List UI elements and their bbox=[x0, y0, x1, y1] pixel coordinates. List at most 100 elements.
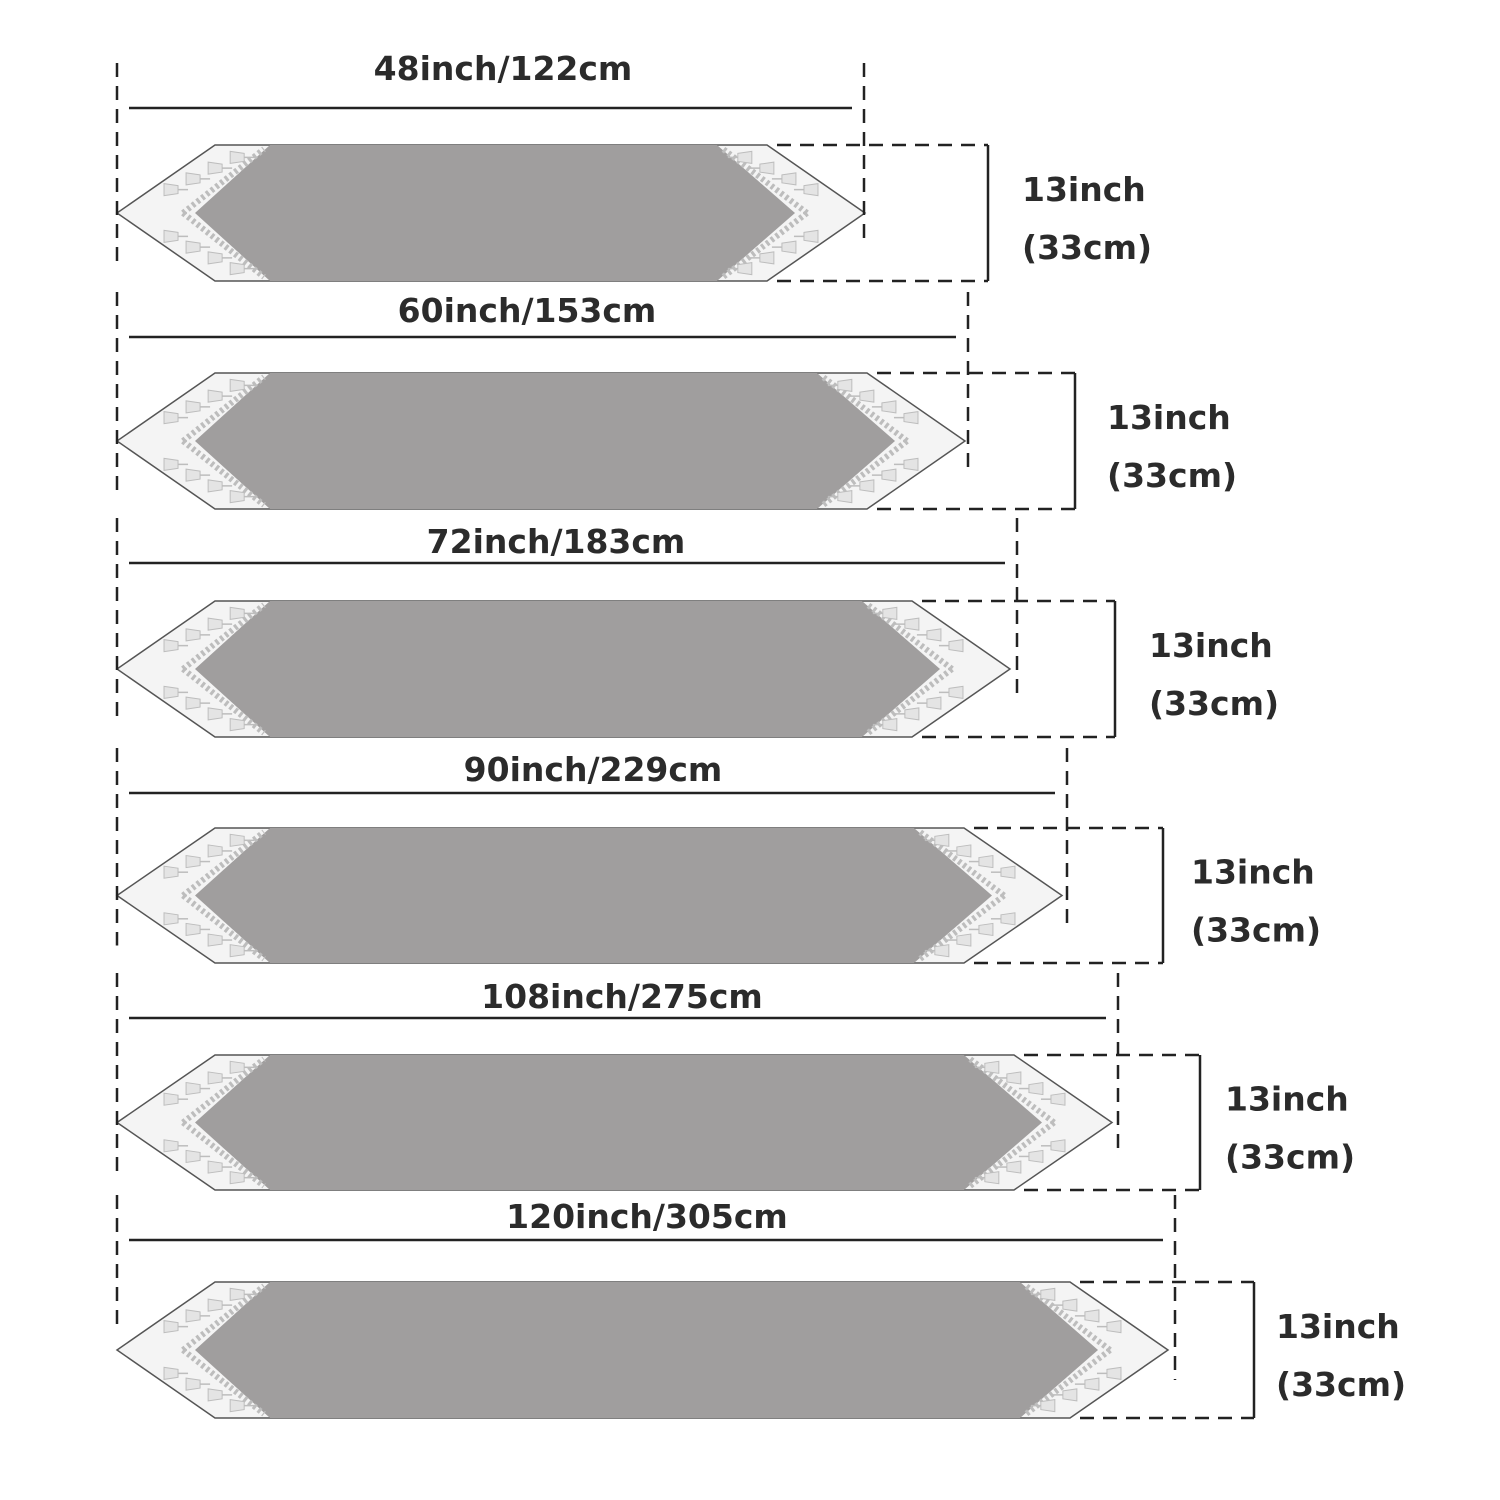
tassel-icon bbox=[946, 844, 972, 858]
tassel-icon bbox=[872, 718, 898, 732]
tassel-body bbox=[207, 1071, 223, 1085]
tassel-icon bbox=[207, 389, 233, 403]
tassel-body bbox=[903, 411, 919, 425]
tassel-icon bbox=[185, 1309, 211, 1323]
tassel-body bbox=[229, 378, 245, 392]
width-label-cm: (33cm) bbox=[1225, 1138, 1355, 1177]
tassel-body bbox=[948, 685, 964, 699]
tassel-body bbox=[984, 1171, 1000, 1185]
tassel-icon bbox=[872, 606, 898, 620]
tassel-icon bbox=[1018, 1081, 1044, 1096]
tassel-body bbox=[978, 922, 994, 937]
tassel-icon bbox=[990, 912, 1016, 926]
tassel-icon bbox=[207, 844, 233, 858]
tassel-body bbox=[185, 854, 201, 869]
tassel-body bbox=[229, 150, 245, 164]
tassel-icon bbox=[916, 696, 942, 710]
tassel-icon bbox=[207, 707, 233, 721]
tassel-icon bbox=[974, 1060, 1000, 1074]
tassel-body bbox=[803, 229, 819, 243]
tassel-icon bbox=[771, 172, 797, 186]
width-label-cm: (33cm) bbox=[1107, 456, 1237, 495]
tassel-body bbox=[837, 490, 853, 504]
tassel-body bbox=[1084, 1377, 1100, 1391]
tassel-body bbox=[207, 389, 223, 403]
tassel-icon bbox=[871, 468, 897, 482]
tassel-icon bbox=[1074, 1309, 1100, 1323]
tassel-icon bbox=[946, 933, 972, 947]
tassel-icon bbox=[996, 1160, 1022, 1174]
width-label-inch: 13inch bbox=[1149, 626, 1273, 665]
length-label: 120inch/305cm bbox=[506, 1197, 788, 1236]
tassel-body bbox=[185, 922, 201, 937]
tassel-icon bbox=[749, 161, 775, 175]
tassel-icon bbox=[916, 628, 942, 642]
tassel-body bbox=[759, 161, 775, 175]
tassel-body bbox=[882, 606, 898, 620]
tassel-body bbox=[882, 718, 898, 732]
tassel-icon bbox=[996, 1071, 1022, 1085]
tassel-body bbox=[1028, 1149, 1044, 1164]
runner-body bbox=[195, 145, 795, 281]
tassel-icon bbox=[893, 411, 919, 425]
tassel-body bbox=[163, 1092, 179, 1106]
tassel-icon bbox=[207, 479, 233, 493]
tassel-body bbox=[926, 628, 942, 642]
tassel-icon bbox=[163, 411, 189, 425]
tassel-body bbox=[781, 172, 797, 186]
tassel-icon bbox=[727, 262, 753, 276]
tassel-body bbox=[881, 468, 897, 482]
greek-key-pattern bbox=[181, 829, 266, 898]
tassel-body bbox=[948, 639, 964, 653]
tassel-body bbox=[185, 400, 201, 414]
tassel-icon bbox=[849, 479, 875, 493]
tassel-icon bbox=[185, 854, 211, 869]
tassel-icon bbox=[1030, 1287, 1056, 1301]
length-label: 60inch/153cm bbox=[398, 291, 657, 330]
tassel-body bbox=[185, 172, 201, 186]
tassel-body bbox=[1106, 1366, 1122, 1380]
tassel-icon bbox=[1040, 1139, 1066, 1153]
tassel-icon bbox=[185, 1149, 211, 1164]
tassel-icon bbox=[207, 1160, 233, 1174]
tassel-icon bbox=[163, 1320, 189, 1334]
tassel-body bbox=[163, 1366, 179, 1380]
tassel-body bbox=[229, 262, 245, 276]
tassel-body bbox=[207, 617, 223, 631]
greek-key-pattern bbox=[181, 1120, 266, 1189]
tassel-icon bbox=[894, 707, 920, 721]
tassel-body bbox=[1028, 1081, 1044, 1096]
tassel-body bbox=[185, 1309, 201, 1323]
tassel-body bbox=[934, 833, 950, 847]
tassel-icon bbox=[229, 606, 255, 620]
tassel-body bbox=[163, 912, 179, 926]
tassel-icon bbox=[163, 912, 189, 926]
tassel-body bbox=[163, 229, 179, 243]
tassel-icon bbox=[229, 1060, 255, 1074]
width-label-inch: 13inch bbox=[1022, 170, 1146, 209]
tassel-icon bbox=[793, 229, 819, 243]
tassel-body bbox=[1006, 1160, 1022, 1174]
tassel-icon bbox=[207, 161, 233, 175]
tassel-body bbox=[185, 696, 201, 710]
width-label-inch: 13inch bbox=[1225, 1080, 1349, 1119]
tassel-icon bbox=[207, 1388, 233, 1402]
runner-body bbox=[195, 601, 940, 737]
tassel-body bbox=[984, 1060, 1000, 1074]
tassel-body bbox=[881, 400, 897, 414]
tassel-icon bbox=[727, 150, 753, 164]
tassel-body bbox=[229, 1171, 245, 1185]
tassel-body bbox=[229, 1060, 245, 1074]
greek-key-pattern bbox=[181, 374, 266, 444]
tassel-icon bbox=[749, 251, 775, 265]
length-label: 48inch/122cm bbox=[374, 49, 633, 88]
tassel-icon bbox=[163, 1092, 189, 1106]
tassel-icon bbox=[163, 865, 189, 879]
length-label: 72inch/183cm bbox=[427, 522, 686, 561]
tassel-icon bbox=[849, 389, 875, 403]
tassel-body bbox=[803, 183, 819, 197]
tassel-body bbox=[163, 457, 179, 471]
